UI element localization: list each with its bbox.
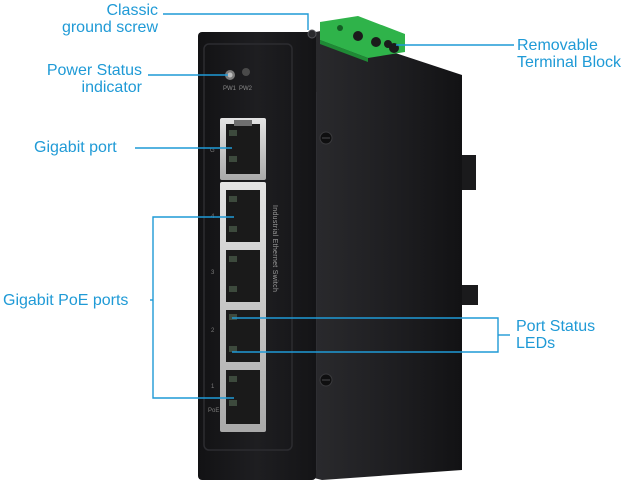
- terminal-block: [320, 16, 405, 62]
- gigabit-port: [220, 118, 266, 180]
- leader-lines: [135, 13, 514, 399]
- callout-gigabit-port: Gigabit port: [34, 139, 144, 156]
- product-name-text: Industrial Ethernet Switch: [271, 205, 278, 292]
- side-screw-top: [319, 131, 333, 145]
- callout-power-status-line2: indicator: [81, 79, 142, 96]
- callout-power-status-line1: Power Status: [46, 62, 142, 79]
- side-screw-bottom: [319, 373, 333, 387]
- port-number-g: G: [210, 148, 215, 154]
- poe-label: PoE: [208, 408, 219, 414]
- poe-port-1: [226, 370, 260, 424]
- poe-port-4: [226, 190, 260, 242]
- poe-port-2: [226, 310, 260, 362]
- poe-port-stack: [220, 182, 266, 432]
- callout-port-status: Port Status LEDs: [516, 318, 626, 352]
- chassis-side: [305, 30, 462, 480]
- callout-port-status-line1: Port Status: [516, 318, 596, 335]
- callout-terminal-block-line2: Terminal Block: [517, 54, 622, 71]
- callout-ground-screw-line1: Classic: [106, 2, 158, 19]
- ground-screw: [307, 29, 317, 39]
- leader-ground-screw: [163, 13, 309, 30]
- power-leds: [225, 68, 250, 80]
- callout-terminal-block: Removable Terminal Block: [517, 37, 638, 71]
- callout-power-status: Power Status indicator: [10, 62, 142, 96]
- leader-gigabit-poe: [152, 216, 234, 399]
- din-rail-clip: [458, 155, 478, 305]
- front-panel-border: [203, 43, 293, 451]
- callout-port-status-line2: LEDs: [516, 335, 556, 352]
- port-number-2: 2: [211, 328, 215, 334]
- port-number-3: 3: [211, 270, 215, 276]
- callout-ground-screw: Classic ground screw: [36, 2, 158, 36]
- callout-ground-screw-line2: ground screw: [61, 19, 158, 36]
- callout-gigabit-port-line1: Gigabit port: [34, 139, 117, 156]
- led-label-pw1: PW1: [223, 86, 237, 92]
- poe-port-3: [226, 250, 260, 302]
- callout-terminal-block-line1: Removable: [517, 37, 598, 54]
- led-label-pw2: PW2: [239, 86, 253, 92]
- callout-gigabit-poe: Gigabit PoE ports: [3, 292, 153, 309]
- callout-gigabit-poe-line1: Gigabit PoE ports: [3, 292, 129, 309]
- port-number-1: 1: [211, 384, 215, 390]
